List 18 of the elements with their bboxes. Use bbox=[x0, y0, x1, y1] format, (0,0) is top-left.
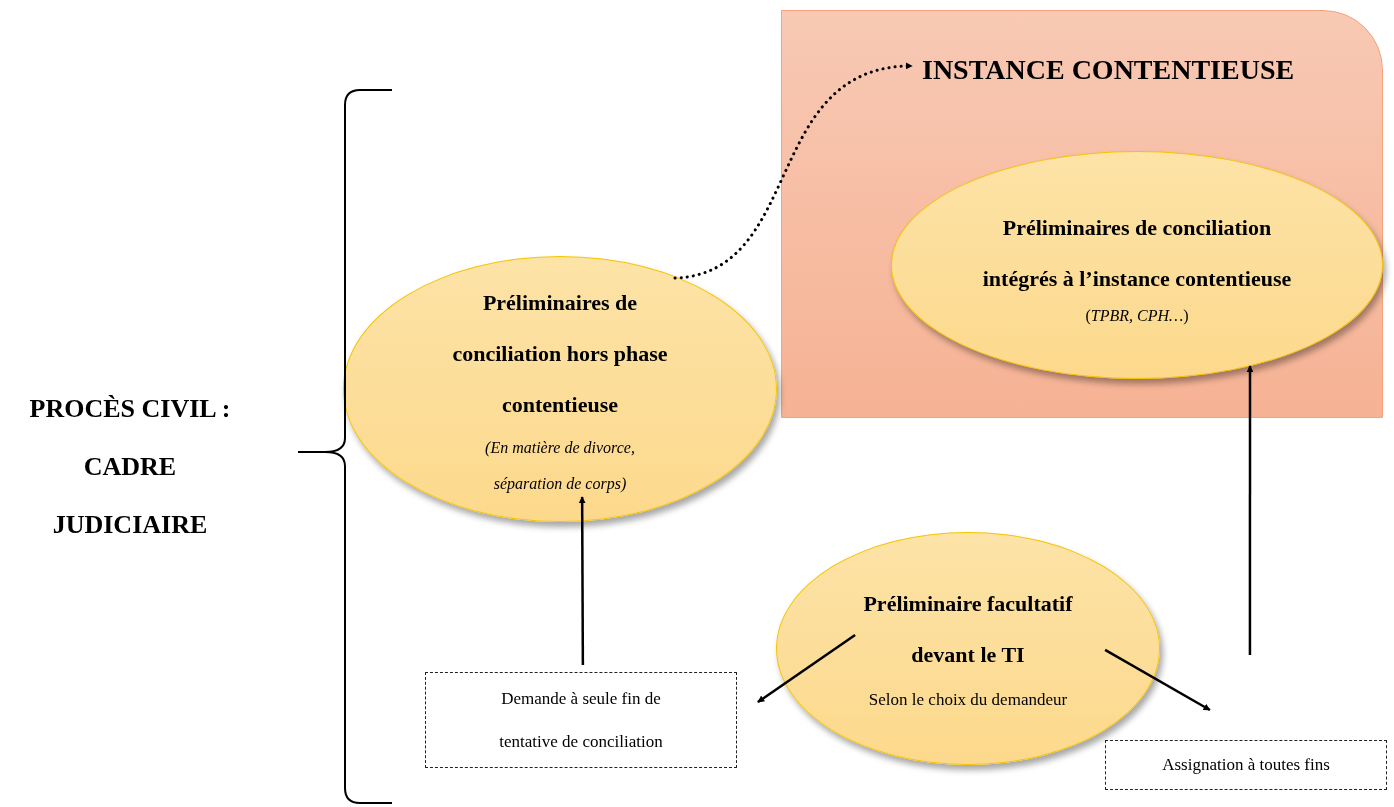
node-title: Préliminaires de conciliation hors phase contentieuse bbox=[451, 288, 669, 419]
arrow bbox=[578, 496, 586, 665]
node-subtitle: Selon le choix du demandeur bbox=[868, 688, 1068, 711]
side-heading: PROCÈS CIVIL : CADRE JUDICIAIRE bbox=[28, 393, 232, 541]
node-title: Préliminaire facultatif devant le TI bbox=[862, 589, 1074, 669]
arrow bbox=[757, 633, 856, 704]
instance-panel bbox=[781, 10, 1383, 418]
dashed-box bbox=[1105, 740, 1387, 790]
arrow bbox=[1246, 365, 1254, 655]
node-subtitle: (En matière de divorce, séparation de corps) bbox=[484, 437, 636, 495]
node-title: Préliminaires de conciliation intégrés à l’instance contentieuse bbox=[981, 214, 1293, 293]
panel-heading: INSTANCE CONTENTIEUSE bbox=[921, 53, 1296, 87]
node-subtitle: (TPBR, CPH…) bbox=[1085, 306, 1189, 326]
dashed-box bbox=[425, 672, 737, 768]
node-title: Demande à seule fin de tentative de conciliation bbox=[498, 688, 664, 753]
dotted-arrow bbox=[673, 63, 914, 280]
arrow bbox=[1104, 648, 1211, 712]
node-title: Assignation à toutes fins bbox=[1162, 754, 1330, 776]
